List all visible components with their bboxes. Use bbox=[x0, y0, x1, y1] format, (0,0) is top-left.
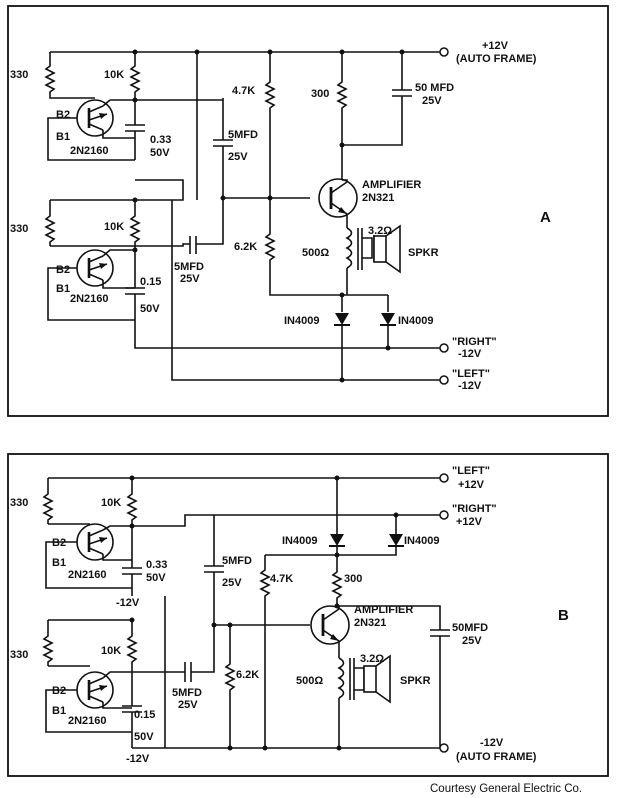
credit-line: Courtesy General Electric Co. bbox=[430, 783, 582, 795]
label-b-r62k: 6.2K bbox=[236, 669, 259, 681]
label-b-c50v: 25V bbox=[462, 635, 482, 647]
label-b-t2: "RIGHT" bbox=[452, 503, 497, 515]
terminal-a-left[interactable] bbox=[439, 375, 449, 385]
label-r330-bot: 330 bbox=[10, 223, 28, 235]
label-b-amp: AMPLIFIER bbox=[354, 604, 413, 616]
label-c5mfd-v: 5MFD bbox=[228, 129, 258, 141]
label-b-t1: "LEFT" bbox=[452, 465, 490, 477]
label-c5mfd-v-volt: 25V bbox=[228, 151, 248, 163]
label-c033v: 50V bbox=[150, 147, 170, 159]
label-c50v: 25V bbox=[422, 95, 442, 107]
terminal-b-12v[interactable] bbox=[439, 743, 449, 753]
label-d1: IN4009 bbox=[284, 315, 319, 327]
panel-b-border bbox=[7, 453, 609, 777]
label-t1b: (AUTO FRAME) bbox=[456, 53, 537, 65]
label-xfmr-pri: 500Ω bbox=[302, 247, 329, 259]
terminal-b-right[interactable] bbox=[439, 510, 449, 520]
label-b-b2-top: B2 bbox=[52, 537, 66, 549]
amp-b-symbol bbox=[309, 604, 351, 646]
panel-a: 330 10K B2 B1 2N2160 0.33 50V 5MFD 25V 4… bbox=[7, 5, 609, 417]
label-b-spkr: SPKR bbox=[400, 675, 431, 687]
amp-a-symbol bbox=[317, 177, 359, 219]
panel-a-letter: A bbox=[540, 209, 551, 226]
label-b-r10k-top: 10K bbox=[101, 497, 121, 509]
label-b2-top: B2 bbox=[56, 109, 70, 121]
ujt-b-bot-symbol bbox=[75, 670, 115, 710]
label-t3: "LEFT" bbox=[452, 368, 490, 380]
label-c5mfd-h: 5MFD bbox=[174, 261, 204, 273]
label-b-d2: IN4009 bbox=[404, 535, 439, 547]
ujt-bot-symbol bbox=[75, 248, 115, 288]
panel-b-letter: B bbox=[558, 607, 569, 624]
label-b-c5mfd-v-volt: 25V bbox=[222, 577, 242, 589]
label-b-b1-top: B1 bbox=[52, 557, 66, 569]
label-b-c015: 0.15 bbox=[134, 709, 155, 721]
label-t1: +12V bbox=[482, 40, 509, 52]
terminal-b-left[interactable] bbox=[439, 473, 449, 483]
label-spkr: SPKR bbox=[408, 247, 439, 259]
label-b-c50: 50MFD bbox=[452, 622, 488, 634]
label-b-r47k: 4.7K bbox=[270, 573, 293, 585]
label-b-xfmr-pri: 500Ω bbox=[296, 675, 323, 687]
label-b1-top: B1 bbox=[56, 131, 70, 143]
label-b-c5mfd-v: 5MFD bbox=[222, 555, 252, 567]
label-b-t1b: +12V bbox=[458, 479, 485, 491]
label-r10k-top: 10K bbox=[104, 69, 124, 81]
label-b-c5mfd-h: 5MFD bbox=[172, 687, 202, 699]
label-b-c033v: 50V bbox=[146, 572, 166, 584]
panel-a-border bbox=[7, 5, 609, 417]
label-c5mfd-h-volt: 25V bbox=[180, 273, 200, 285]
label-ujt-top: 2N2160 bbox=[70, 145, 109, 157]
label-b2-bot: B2 bbox=[56, 264, 70, 276]
label-b-c033: 0.33 bbox=[146, 559, 167, 571]
label-b-neg-bot: -12V bbox=[126, 753, 150, 765]
label-r300: 300 bbox=[311, 88, 329, 100]
label-r47k: 4.7K bbox=[232, 85, 255, 97]
label-r10k-bot: 10K bbox=[104, 221, 124, 233]
label-r330-top: 330 bbox=[10, 69, 28, 81]
label-t3b: -12V bbox=[458, 380, 482, 392]
label-b-c5mfd-h-volt: 25V bbox=[178, 699, 198, 711]
terminal-a-right[interactable] bbox=[439, 343, 449, 353]
ujt-b-top-symbol bbox=[75, 522, 115, 562]
label-c033: 0.33 bbox=[150, 134, 171, 146]
panel-b: 330 10K B2 B1 2N2160 0.33 50V -12V 5MFD … bbox=[7, 453, 609, 777]
label-b-d1: IN4009 bbox=[282, 535, 317, 547]
label-c015: 0.15 bbox=[140, 276, 161, 288]
label-t2b: -12V bbox=[458, 348, 482, 360]
label-b-t3: -12V bbox=[480, 737, 504, 749]
label-b-neg-top: -12V bbox=[116, 597, 140, 609]
label-amp-part: 2N321 bbox=[362, 192, 394, 204]
label-b-t2b: +12V bbox=[456, 516, 483, 528]
label-b-b1-bot: B1 bbox=[52, 705, 66, 717]
label-amp: AMPLIFIER bbox=[362, 179, 421, 191]
label-b-b2-bot: B2 bbox=[52, 685, 66, 697]
label-b-ujt-bot: 2N2160 bbox=[68, 715, 107, 727]
label-b1-bot: B1 bbox=[56, 283, 70, 295]
label-b-ujt-top: 2N2160 bbox=[68, 569, 107, 581]
label-ujt-bot: 2N2160 bbox=[70, 293, 109, 305]
label-t2: "RIGHT" bbox=[452, 336, 497, 348]
label-b-t3b: (AUTO FRAME) bbox=[456, 751, 537, 763]
label-c50: 50 MFD bbox=[415, 82, 454, 94]
label-b-amp-part: 2N321 bbox=[354, 617, 386, 629]
terminal-a-12v[interactable] bbox=[439, 47, 449, 57]
label-c015v: 50V bbox=[140, 303, 160, 315]
label-b-xfmr-sec: 3.2Ω bbox=[360, 653, 384, 665]
label-d2: IN4009 bbox=[398, 315, 433, 327]
ujt-top-symbol bbox=[75, 98, 115, 138]
label-b-r300: 300 bbox=[344, 573, 362, 585]
label-b-r330-bot: 330 bbox=[10, 649, 28, 661]
label-b-r330-top: 330 bbox=[10, 497, 28, 509]
label-r62k: 6.2K bbox=[234, 241, 257, 253]
label-xfmr-sec: 3.2Ω bbox=[368, 225, 392, 237]
label-b-r10k-bot: 10K bbox=[101, 645, 121, 657]
label-b-c015v: 50V bbox=[134, 731, 154, 743]
